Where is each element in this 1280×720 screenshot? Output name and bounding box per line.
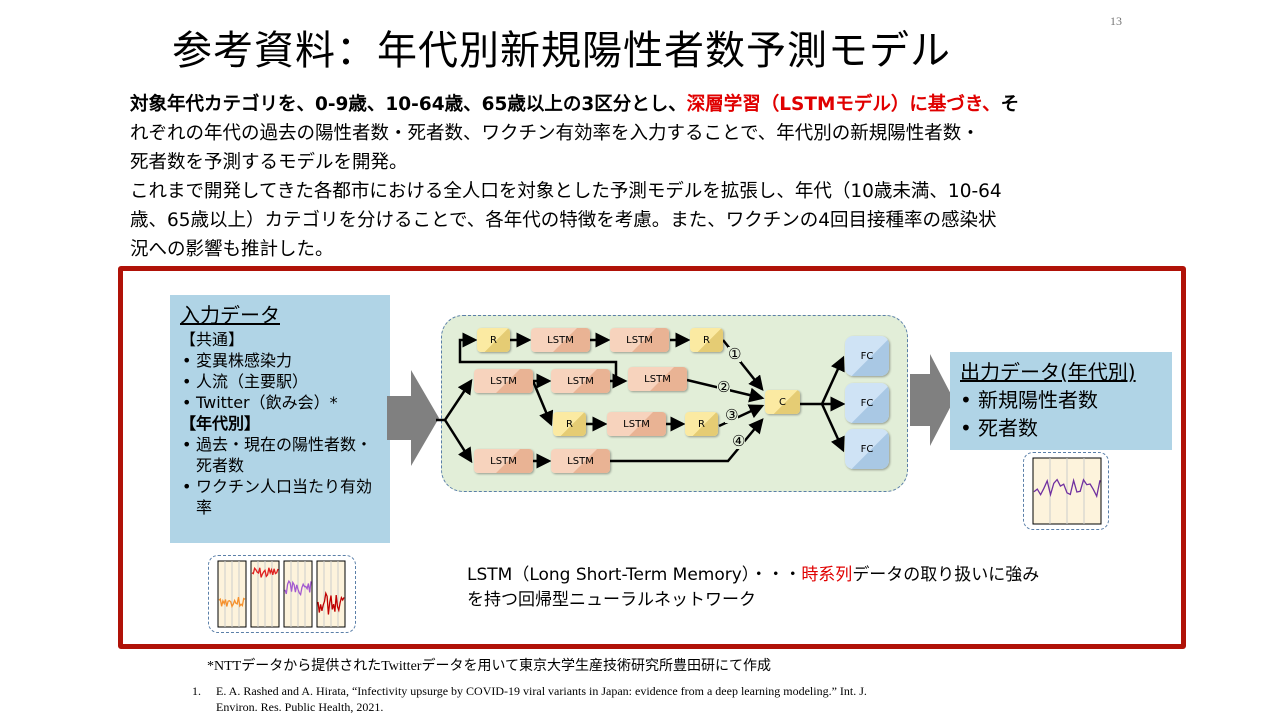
lstm-node: LSTM (474, 369, 533, 393)
reference: 1. E. A. Rashed and A. Hirata, “Infectiv… (192, 683, 896, 715)
input-arrow-icon (387, 370, 439, 466)
r-node: R (477, 328, 510, 352)
input-item: 変異株感染力 (180, 350, 380, 371)
fc-node: FC (845, 429, 889, 469)
r-node: R (553, 412, 586, 436)
intro-text: 対象年代カテゴリを、0-9歳、10-64歳、65歳以上の3区分とし、深層学習（L… (130, 90, 1170, 264)
mini-chart-line (1033, 477, 1101, 499)
output-item: 死者数 (960, 414, 1162, 442)
intro-line: 況への影響も推計した。 (130, 239, 334, 260)
lstm-node: LSTM (474, 449, 533, 473)
output-heading: 出力データ(年代別) (960, 360, 1136, 384)
reference-number: 1. (192, 684, 201, 698)
lstm-node: LSTM (607, 412, 666, 436)
mini-chart-line (218, 596, 246, 609)
input-sparkline-charts (208, 555, 356, 633)
reference-text: E. A. Rashed and A. Hirata, “Infectivity… (216, 684, 867, 714)
lstm-node: LSTM (551, 369, 610, 393)
r-node: R (685, 412, 718, 436)
intro-line: 歳、65歳以上）カテゴリを分けることで、各年代の特徴を考慮。また、ワクチンの4回… (130, 210, 997, 231)
intro-bold: 対象年代カテゴリを、0-9歳、10-64歳、65歳以上の3区分とし、 (130, 94, 687, 115)
desc-line2: を持つ回帰型ニューラルネットワーク (467, 590, 756, 610)
intro-line: 死者数を予測するモデルを開発。 (130, 152, 408, 173)
concat-node: C (765, 390, 800, 414)
desc-post: データの取り扱いに強み (852, 565, 1040, 585)
output-item: 新規陽性者数 (960, 386, 1162, 414)
lstm-node: LSTM (610, 328, 669, 352)
fc-node: FC (845, 336, 889, 376)
desc-pre: LSTM（Long Short-Term Memory）・・・ (467, 565, 802, 585)
intro-red: 深層学習（LSTMモデル）に基づき、 (686, 94, 1001, 115)
footnote: *NTTデータから提供されたTwitterデータを用いて東京大学生産技術研究所豊… (207, 659, 772, 674)
output-data-box: 出力データ(年代別) 新規陽性者数 死者数 (950, 352, 1172, 450)
input-item: 人流（主要駅） (180, 371, 380, 392)
input-item: 過去・現在の陽性者数・死者数 (180, 434, 380, 476)
input-item: Twitter（飲み会）* (180, 392, 380, 413)
path-label: ① (728, 345, 742, 363)
input-heading: 入力データ (180, 303, 280, 327)
intro-line: れぞれの年代の過去の陽性者数・死者数、ワクチン有効率を入力することで、年代別の新… (130, 123, 980, 144)
path-label: ③ (725, 406, 739, 424)
mini-chart-line (284, 579, 312, 597)
lstm-node: LSTM (628, 367, 687, 391)
output-sparkline-chart (1023, 452, 1109, 530)
path-label: ④ (732, 432, 746, 450)
mini-chart-line (317, 591, 345, 615)
model-frame (118, 266, 1186, 649)
output-arrow-icon (910, 354, 954, 446)
fc-node: FC (845, 383, 889, 423)
lstm-description: LSTM（Long Short-Term Memory）・・・時系列データの取り… (467, 563, 1039, 613)
r-node: R (690, 328, 723, 352)
age-label: 【年代別】 (180, 414, 261, 433)
intro-line: これまで開発してきた各都市における全人口を対象とした予測モデルを拡張し、年代（1… (130, 181, 1002, 202)
input-data-box: 入力データ 【共通】 変異株感染力 人流（主要駅） Twitter（飲み会）* … (170, 295, 390, 543)
mini-chart-line (251, 566, 279, 578)
path-label: ② (717, 378, 731, 396)
lstm-node: LSTM (551, 449, 610, 473)
intro-tail: そ (1000, 94, 1020, 115)
common-label: 【共通】 (180, 330, 245, 349)
page-number: 13 (1110, 14, 1122, 28)
lstm-node: LSTM (531, 328, 590, 352)
page-title: 参考資料：年代別新規陽性者数予測モデル (172, 28, 951, 74)
input-item: ワクチン人口当たり有効率 (180, 476, 380, 518)
desc-red: 時系列 (801, 565, 853, 585)
